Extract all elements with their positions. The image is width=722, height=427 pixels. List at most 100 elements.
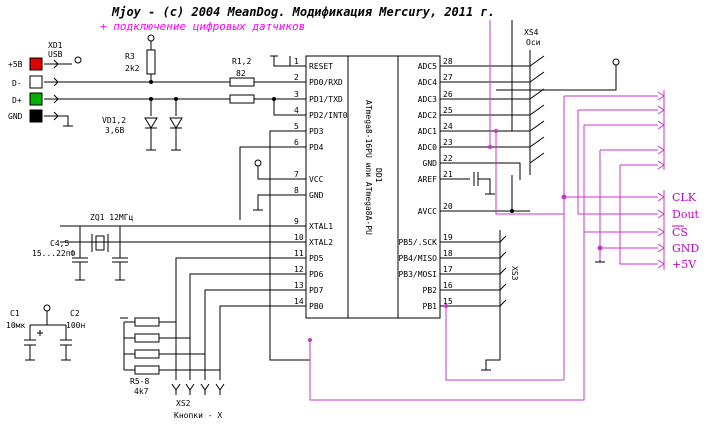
vd-ref: VD1,2 xyxy=(102,116,126,125)
mcu-pin-name: ADC3 xyxy=(418,95,437,104)
r3-ref: R3 xyxy=(125,52,135,61)
usb-pin-dplus xyxy=(29,92,43,106)
r5-r8-resistors: R5-8 4k7 xyxy=(120,317,220,396)
usb-pin-dminus-label: D- xyxy=(12,79,22,88)
c45-value: 15...22пФ xyxy=(32,249,76,258)
xs4-ref: XS4 xyxy=(524,28,539,37)
mcu-pin-number: 10 xyxy=(294,233,304,242)
r1-r2-resistors: R1,2 82 xyxy=(229,57,290,116)
crystal-zq1 xyxy=(95,235,105,251)
usb-name: USB xyxy=(48,50,63,59)
mcu-pin-number: 16 xyxy=(443,281,453,290)
mcu-pin-name: PD4 xyxy=(309,143,324,152)
mcu-pin-name: PD6 xyxy=(309,270,324,279)
mcu-pin-number: 13 xyxy=(294,281,304,290)
c2-ref: C2 xyxy=(70,309,80,318)
mcu-pin-number: 3 xyxy=(294,90,299,99)
usb-ref: XD1 xyxy=(48,41,63,50)
mcu-pin-number: 11 xyxy=(294,249,304,258)
mcu-pin-name: PB0 xyxy=(309,302,324,311)
sensor-signal-5v: +5V xyxy=(672,258,697,271)
mcu-pin-name: AREF xyxy=(418,175,437,184)
r12-value: 82 xyxy=(236,69,246,78)
mcu-pin-name: PB4/MISO xyxy=(398,254,437,263)
mcu-pin-name: PD1/TXD xyxy=(309,95,343,104)
mcu-pin-name: XTAL1 xyxy=(309,222,333,231)
mcu-pin-number: 23 xyxy=(443,138,453,147)
mcu-pin-name: ADC5 xyxy=(418,62,437,71)
mcu-pin-name: ADC1 xyxy=(418,127,437,136)
mcu-right-pins: 28ADC527ADC426ADC325ADC224ADC123ADC022GN… xyxy=(398,57,456,311)
mcu-pin-number: 18 xyxy=(443,249,453,258)
usb-pin-gnd-label: GND xyxy=(8,112,23,121)
mcu-pin-name: PD3 xyxy=(309,127,324,136)
mcu-pin-name: PB1 xyxy=(423,302,438,311)
mcu-pin-name: PB2 xyxy=(423,286,438,295)
usb-pin-dminus xyxy=(29,75,43,89)
xs3-ref: XS3 xyxy=(510,266,519,281)
mcu-pin-number: 15 xyxy=(443,297,453,306)
mcu-pin-name: ADC0 xyxy=(418,143,437,152)
sensor-signal-clk: CLK xyxy=(672,191,697,204)
crystal-and-c4-c5: ZQ1 12МГц C4,5 15...22пФ xyxy=(32,213,134,281)
mcu-pin-name: PD2/INT0 xyxy=(309,111,348,120)
mcu-dd1: DD1 ATmega8-16PU или ATmega8A-PU 1RESET2… xyxy=(290,55,456,319)
mcu-pin-name: PB3/MOSI xyxy=(398,270,437,279)
mcu-pin-number: 27 xyxy=(443,73,453,82)
mcu-pin-number: 9 xyxy=(294,217,299,226)
diagram-title: Mjoy - (c) 2004 MeanDog. Модификация Mer… xyxy=(111,5,495,19)
diagram-subtitle: + подключение цифровых датчиков xyxy=(100,20,305,33)
mcu-pin-number: 28 xyxy=(443,57,453,66)
mcu-pin-name: RESET xyxy=(309,62,333,71)
usb-pin-gnd xyxy=(29,109,43,123)
xs2-buttons-connector: XS2 Кнопки - X xyxy=(171,383,225,420)
vd1-diode xyxy=(144,117,158,129)
r3-value: 2k2 xyxy=(125,64,140,73)
mcu-pin-number: 7 xyxy=(294,170,299,179)
usb-pin-dplus-label: D+ xyxy=(12,96,22,105)
vd2-diode xyxy=(169,117,183,129)
mcu-pin-name: PD7 xyxy=(309,286,324,295)
c1-ref: C1 xyxy=(10,309,20,318)
mcu-pin-number: 24 xyxy=(443,122,453,131)
mcu-pin-name: XTAL2 xyxy=(309,238,333,247)
mcu-body xyxy=(305,55,441,319)
usb-pin-vcc-label: +5В xyxy=(8,60,23,69)
mcu-left-pins: 1RESET2PD0/RXD3PD1/TXD4PD2/INT05PD36PD47… xyxy=(290,57,348,311)
vd-value: 3,6В xyxy=(105,126,124,135)
decoupling-c1-c2: C1 10мк C2 100н xyxy=(6,304,85,361)
mcu-pin-name: PB5/.SCK xyxy=(398,238,437,247)
left-side-wiring xyxy=(60,55,310,380)
mcu-pin-number: 22 xyxy=(443,154,453,163)
mcu-pin-number: 14 xyxy=(294,297,304,306)
mcu-pin-name: ADC2 xyxy=(418,111,437,120)
mcu-pin-name: PD5 xyxy=(309,254,324,263)
r58-value: 4k7 xyxy=(134,387,149,396)
c45-ref: C4,5 xyxy=(50,239,69,248)
sensor-signal-gnd: GND xyxy=(672,242,699,255)
sensor-wiring: CLK Dout CS GND +5V xyxy=(308,20,700,401)
xs2-ref: XS2 xyxy=(176,399,191,408)
right-side-wiring: XS3 xyxy=(456,65,530,371)
mcu-ref: DD1 xyxy=(374,168,383,183)
mcu-pin-number: 12 xyxy=(294,265,304,274)
mcu-pin-number: 5 xyxy=(294,122,299,131)
mcu-pin-name: GND xyxy=(423,159,438,168)
mcu-pin-number: 1 xyxy=(294,57,299,66)
mcu-pin-number: 26 xyxy=(443,90,453,99)
mcu-pin-name: PD0/RXD xyxy=(309,78,343,87)
xs4-axes-connector: XS4 Оси xyxy=(496,20,620,213)
sensor-signal-cs: CS xyxy=(672,226,688,239)
r12-ref: R1,2 xyxy=(232,57,251,66)
sensor-signal-dout: Dout xyxy=(672,208,700,221)
usb-pin-vcc xyxy=(29,57,43,71)
mcu-pin-name: ADC4 xyxy=(418,78,437,87)
xs4-label: Оси xyxy=(526,38,541,47)
mcu-pin-name: GND xyxy=(309,191,324,200)
c1-value: 10мк xyxy=(6,321,25,330)
r3-and-zener-diodes: R3 2k2 VD1,2 3,6В xyxy=(102,34,183,151)
mcu-pin-number: 8 xyxy=(294,186,299,195)
mcu-pin-number: 6 xyxy=(294,138,299,147)
